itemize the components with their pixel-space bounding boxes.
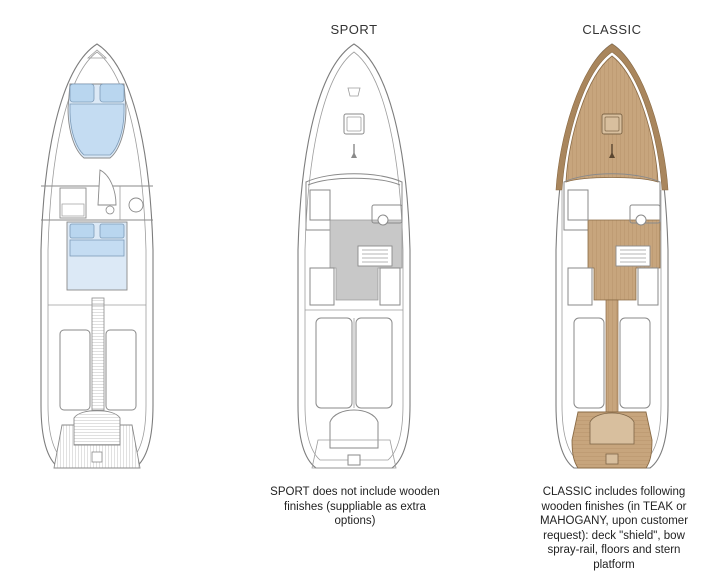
forward-berth <box>69 103 125 156</box>
sport-caption: SPORT does not include wooden finishes (… <box>270 486 440 527</box>
classic-floor-strip <box>605 299 619 413</box>
forward-cushion-left <box>69 83 95 103</box>
bow-spray-rail <box>555 43 669 191</box>
classic-caption: CLASSIC includes following wooden finish… <box>539 486 689 571</box>
sport-plan <box>297 43 411 469</box>
forward-cushion-right <box>99 83 125 103</box>
classic-title: CLASSIC <box>582 22 642 37</box>
sport-title: SPORT <box>330 22 378 37</box>
interior-plan <box>40 43 154 469</box>
classic-plan <box>555 43 669 469</box>
